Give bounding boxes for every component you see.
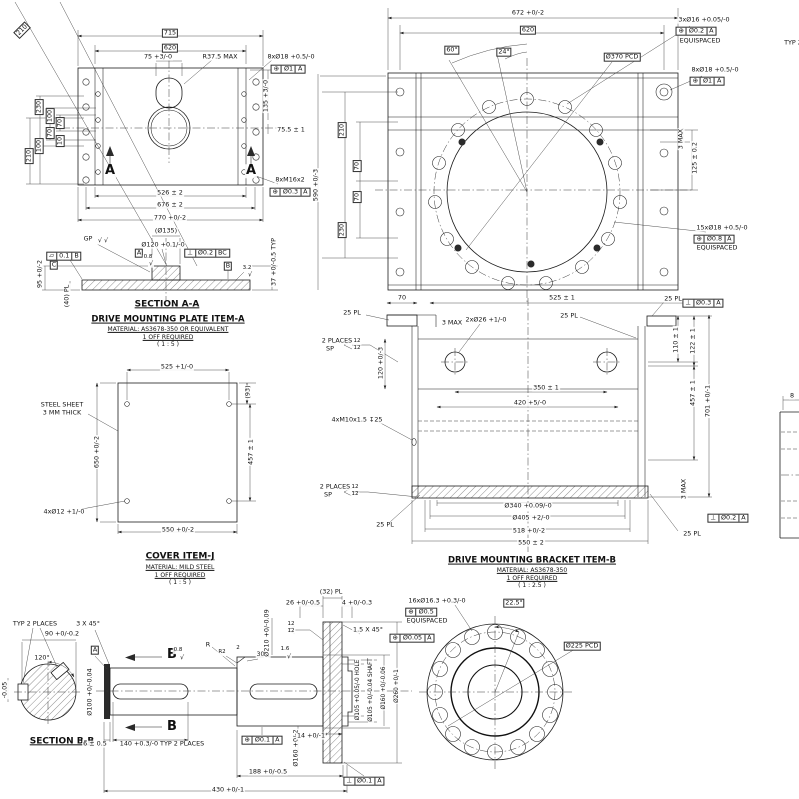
section-bb-view [7, 627, 82, 726]
right-partial-view [779, 396, 799, 539]
flange-view [419, 604, 576, 770]
bracket-pcd-holes [428, 92, 627, 290]
bracket-corner-holes [395, 87, 669, 277]
datum-target-dots [454, 138, 604, 268]
cover-holes [124, 401, 232, 504]
bracket-section-view [343, 298, 712, 552]
shaft-view [94, 596, 412, 793]
cover-view [81, 368, 256, 534]
plate-bolt-holes [82, 78, 260, 184]
plate-front-view [26, 30, 280, 222]
projection-lines [14, 1, 198, 267]
bracket-front-view [317, 8, 707, 302]
flange-bolt-holes [427, 624, 563, 760]
section-aa-view [42, 235, 278, 300]
